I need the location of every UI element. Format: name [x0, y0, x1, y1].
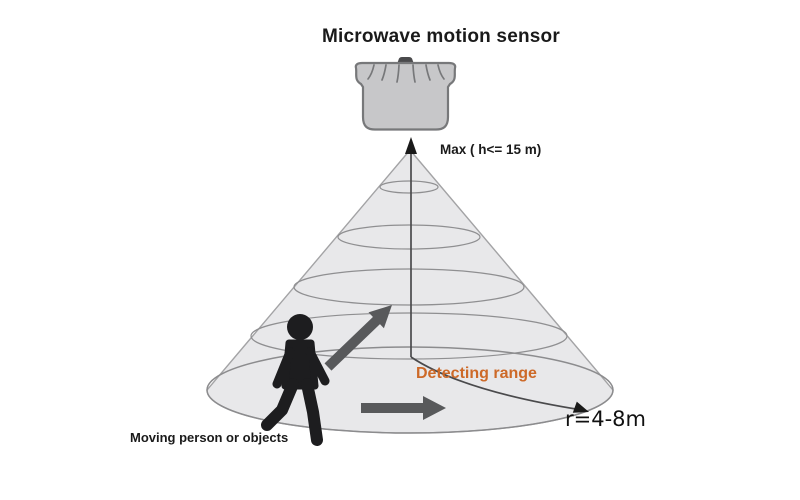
- page-title: Microwave motion sensor: [322, 26, 560, 47]
- microwave-sensor-icon: [354, 57, 457, 131]
- radius-label: r=4-8m: [565, 407, 646, 431]
- moving-person-label: Moving person or objects: [130, 430, 289, 445]
- detecting-range-label: Detecting range: [416, 365, 537, 382]
- up-arrow-icon: [405, 137, 417, 357]
- right-arrow-icon: [361, 396, 446, 420]
- max-height-label: Max ( h<= 15 m): [440, 142, 542, 157]
- walking-person-icon: [261, 314, 330, 446]
- radius-arrow-icon: [410, 356, 589, 413]
- up-right-arrow-icon: [324, 305, 392, 371]
- detection-cone: [206, 148, 614, 434]
